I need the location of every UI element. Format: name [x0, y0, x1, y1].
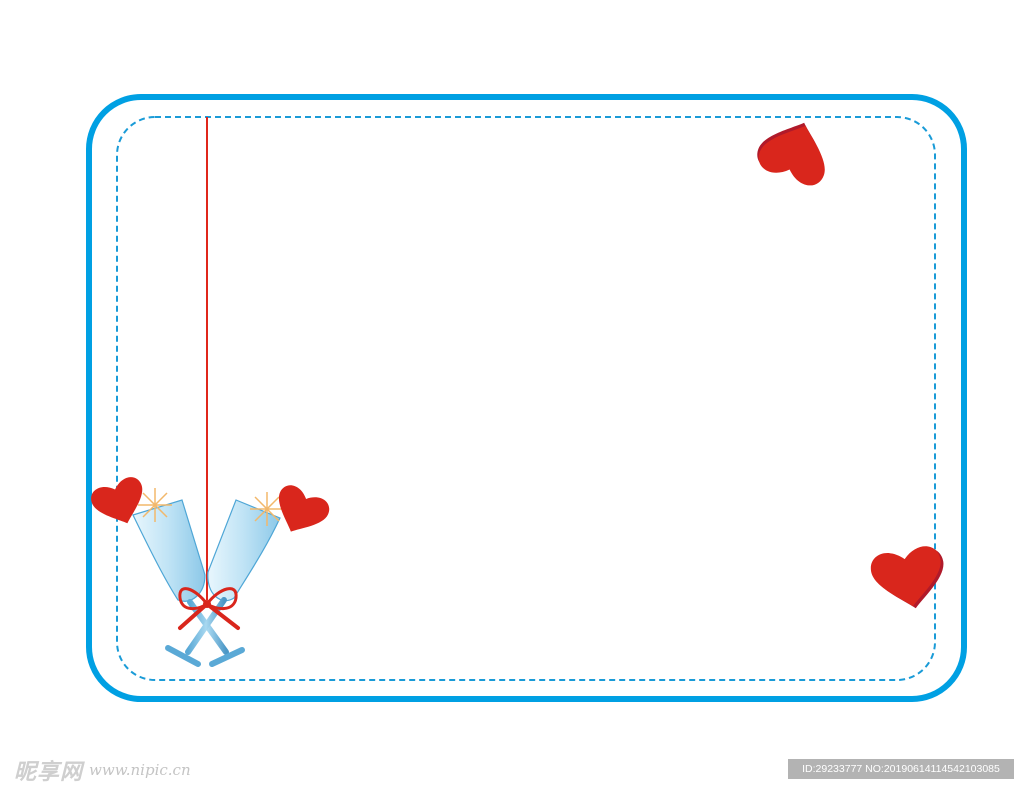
- site-logo-text: 昵享网: [14, 759, 84, 785]
- heart-icon: [757, 122, 825, 186]
- heart-icon: [278, 485, 330, 532]
- image-id-badge: ID:29233777 NO:20190614114542103085: [788, 759, 1014, 779]
- outer-frame-border: [86, 94, 967, 702]
- sparkle-icon: [250, 492, 284, 526]
- site-url-text: www.nipic.cn: [89, 761, 191, 779]
- heart-icon: [870, 546, 944, 609]
- sparkle-icon: [138, 488, 172, 522]
- champagne-glasses-icon: [132, 499, 281, 667]
- heart-icon: [91, 477, 143, 524]
- ribbon-bow-icon: [178, 587, 240, 630]
- site-watermark: 昵享网 www.nipic.cn: [14, 754, 191, 786]
- inner-dashed-border: [116, 116, 936, 681]
